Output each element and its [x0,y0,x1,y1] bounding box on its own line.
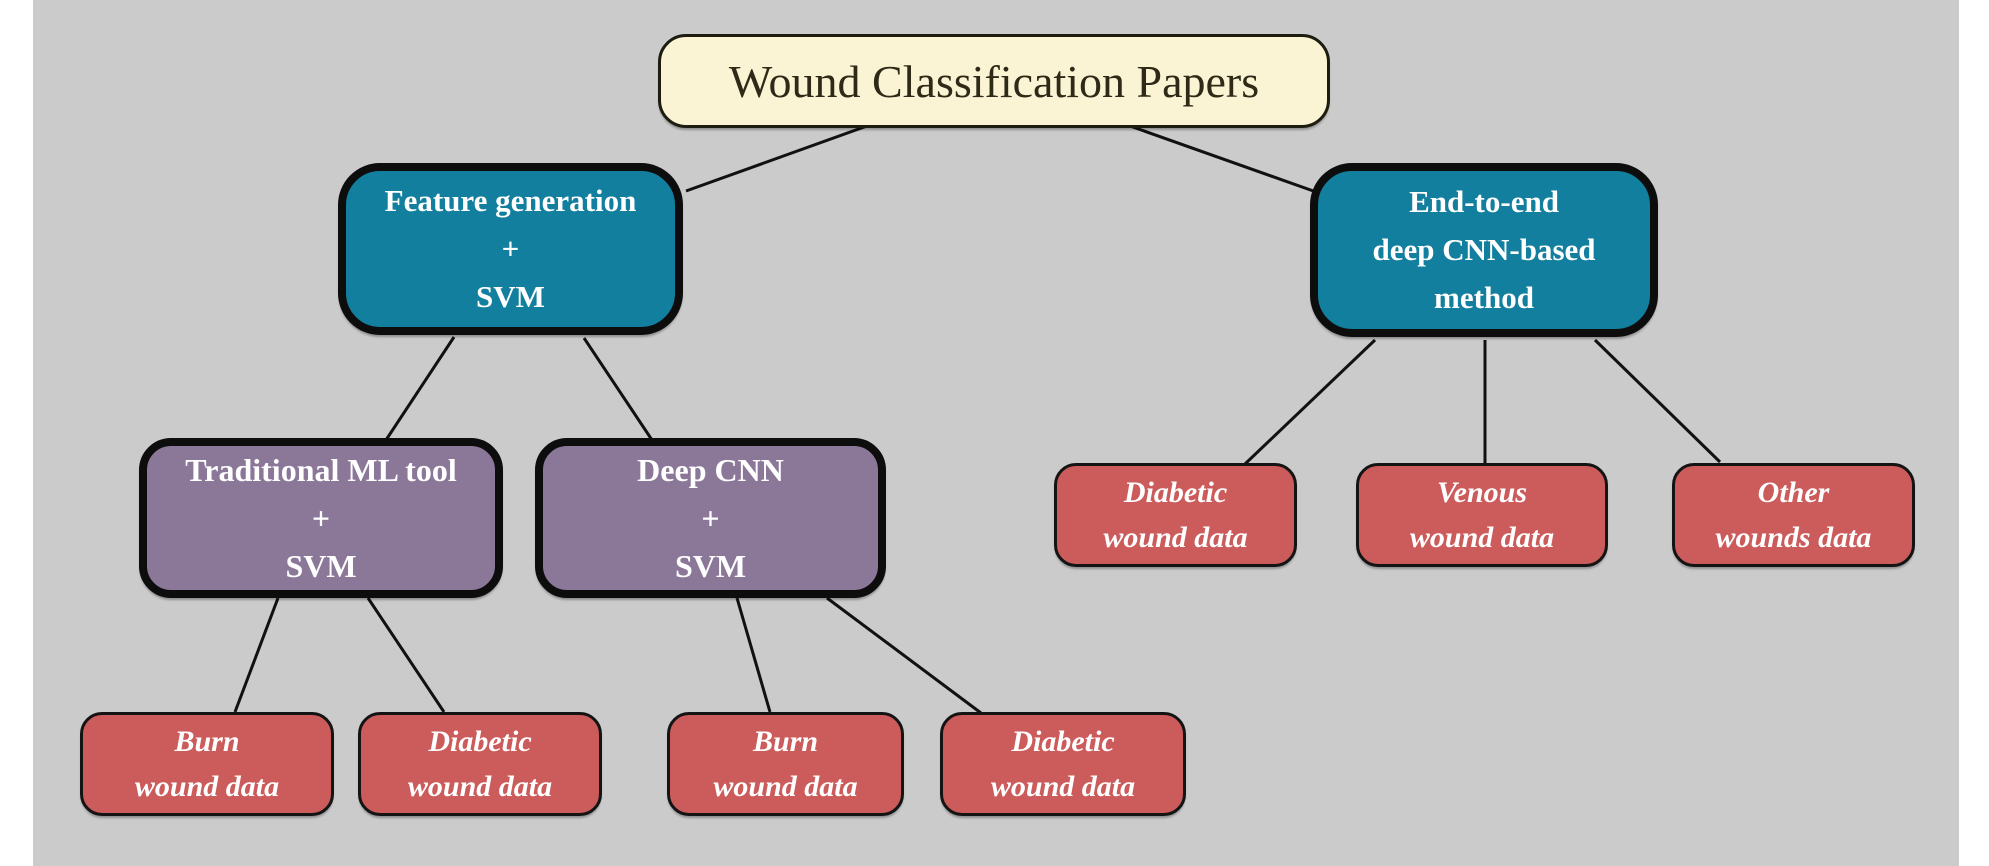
node-burn-wound-data-deep-cnn: Burn wound data [667,712,904,816]
node-label: Diabetic [1011,725,1115,758]
node-label: wounds data [1715,521,1872,554]
node-wound-classification-papers: Wound Classification Papers [658,34,1330,128]
node-feature-generation-svm: Feature generation + SVM [338,163,683,335]
node-label: wound data [713,770,858,803]
node-label: wound data [134,770,280,803]
connector-trad-to-burn [233,597,280,713]
node-label: Diabetic [1123,476,1228,509]
node-label: wound data [1409,521,1555,554]
node-burn-wound-data-traditional: Burn wound data [80,712,334,816]
node-label: Venous [1436,476,1528,509]
node-traditional-ml-tool-svm: Traditional ML tool + SVM [139,438,503,598]
node-label: wound data [407,770,553,803]
connector-trad-to-diabetic [366,597,446,713]
node-label: Deep CNN [637,452,784,488]
connector-feature-to-dcnn [582,337,654,441]
node-label: Other [1757,476,1830,509]
node-label: SVM [476,279,545,315]
node-diabetic-wound-data-deep-cnn: Diabetic wound data [940,712,1186,816]
connector-dcnn-to-burn [735,597,772,713]
node-label: + [701,500,720,536]
node-deep-cnn-svm: Deep CNN + SVM [535,438,886,598]
node-label: deep CNN-based [1372,231,1596,267]
node-venous-wound-data-e2e: Venous wound data [1356,463,1608,567]
node-label: SVM [674,548,747,584]
connector-root-to-e2e [1129,124,1320,195]
node-label: + [501,230,520,266]
node-diabetic-wound-data-traditional: Diabetic wound data [358,712,602,816]
connector-feature-to-trad [384,336,456,441]
connector-e2e-to-diabetic [1243,338,1377,466]
connector-dcnn-to-diabetic [826,596,982,715]
node-label: + [311,500,331,536]
node-label: End-to-end [1409,183,1559,219]
node-label: Wound Classification Papers [728,55,1260,107]
node-label: Diabetic [428,725,532,758]
connector-root-to-feature [685,124,868,193]
node-label: Burn [174,725,240,758]
node-end-to-end-deep-cnn-method: End-to-end deep CNN-based method [1310,163,1658,337]
node-label: SVM [285,548,357,584]
node-label: method [1434,280,1534,316]
connector-e2e-to-other [1593,338,1722,464]
node-label: Burn [752,725,819,758]
node-label: Feature generation [384,182,637,218]
node-label: Traditional ML tool [185,452,457,488]
node-label: wound data [990,770,1136,803]
node-label: wound data [1103,521,1248,554]
node-diabetic-wound-data-e2e: Diabetic wound data [1054,463,1297,567]
node-other-wounds-data-e2e: Other wounds data [1672,463,1915,567]
